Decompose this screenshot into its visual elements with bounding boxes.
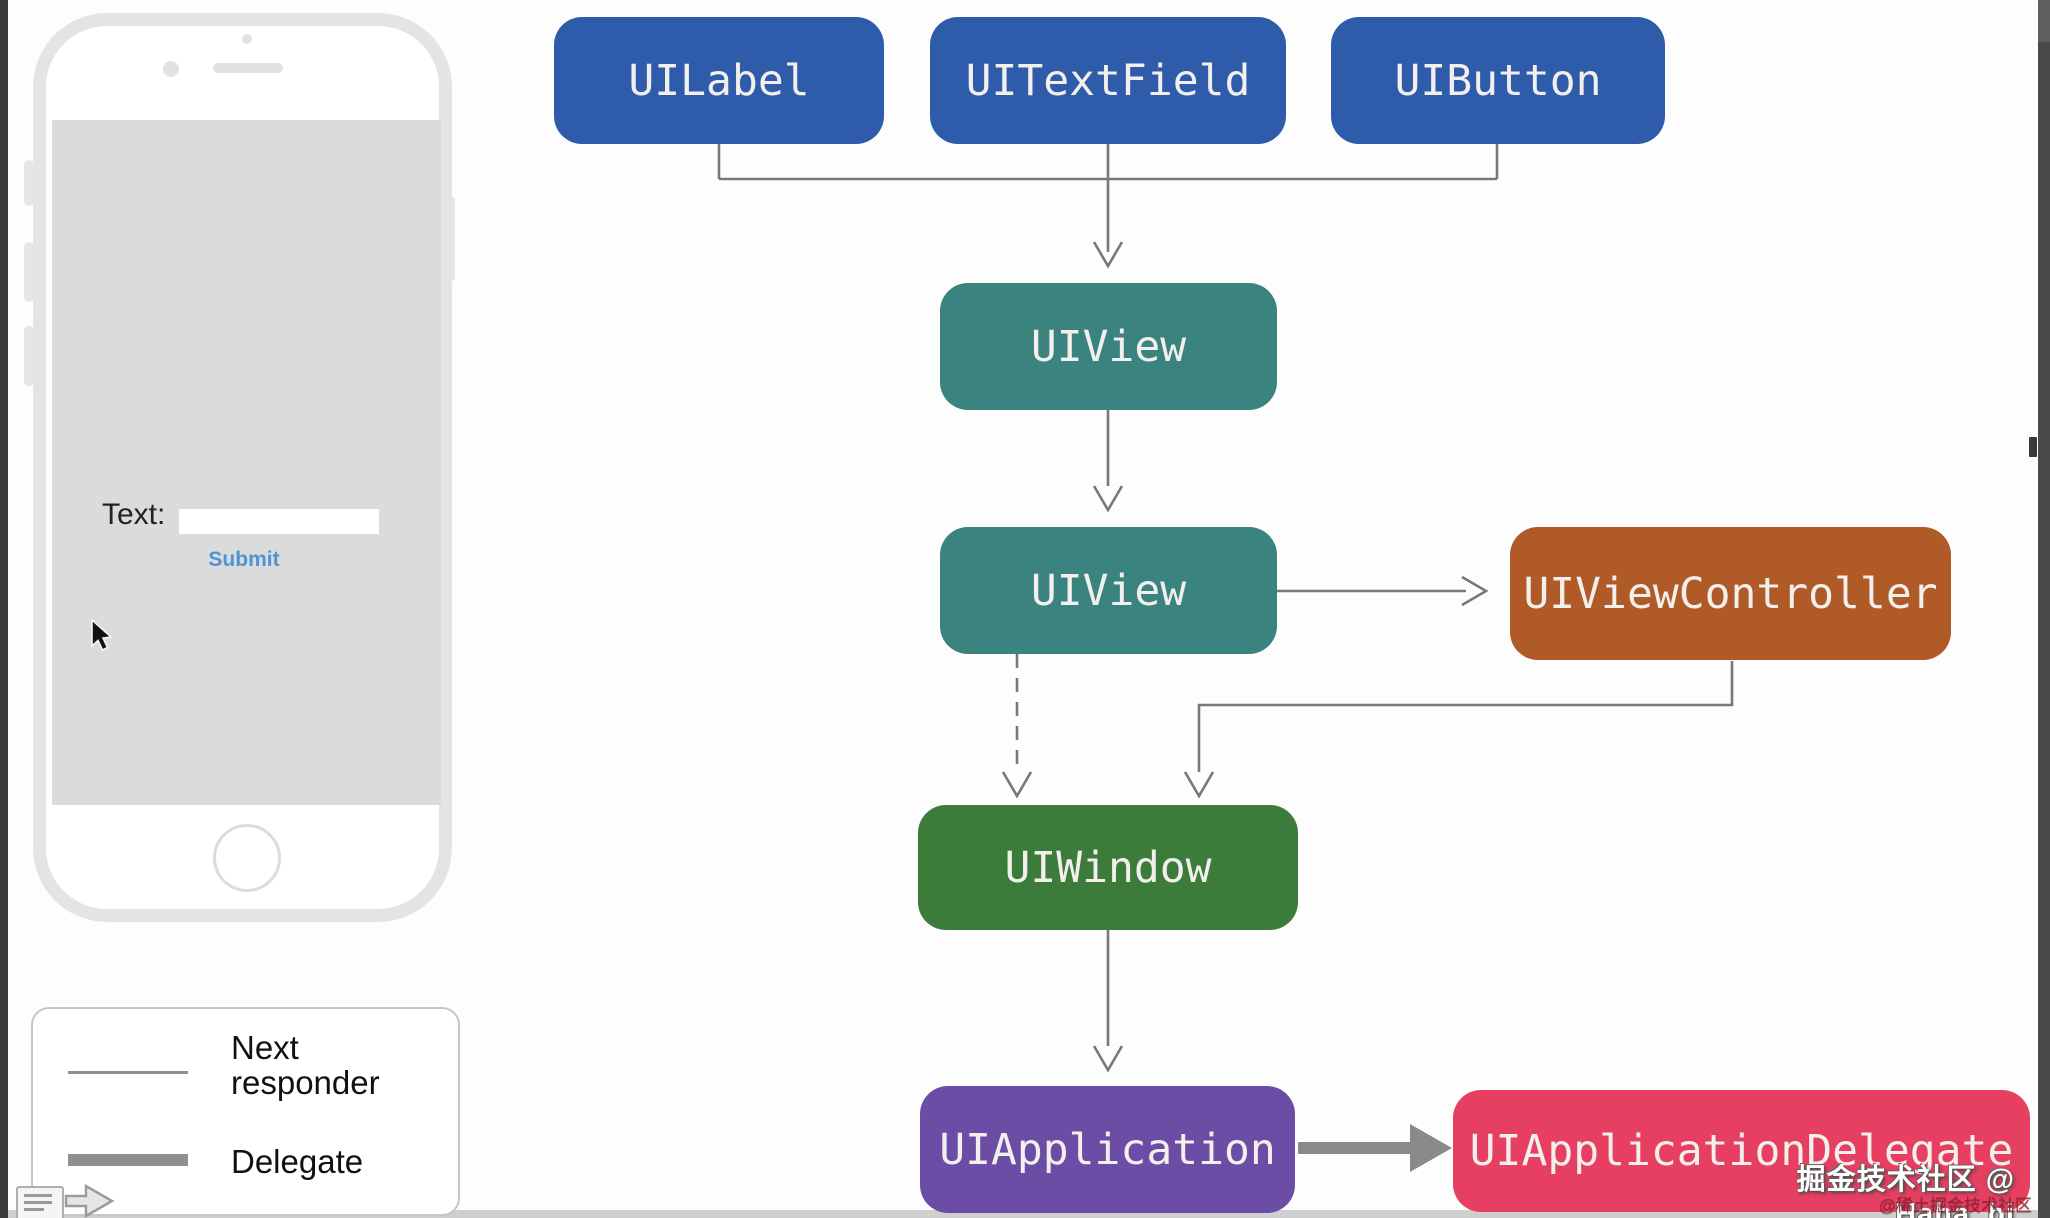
node-uiview-mid: UIView [940,527,1277,654]
phone-home-button [213,824,281,892]
mouse-cursor [91,618,113,652]
phone-volume-up-button [24,242,34,302]
phone-screen [52,120,441,805]
node-uiwindow: UIWindow [918,805,1298,930]
next-responder-line-sample [68,1071,188,1074]
text-input [179,509,379,534]
legend-label-delegate: Delegate [231,1143,364,1180]
watermark-primary: 掘金技术社区 @ Haha_bj [1796,1164,2015,1218]
watermark-secondary: @稀土掘金技术社区 [1878,1196,2032,1215]
submit-button: Submit [208,548,280,571]
text-field-label: Text: [102,498,166,531]
node-uitextfield: UITextField [930,17,1286,144]
next-arrow-icon[interactable] [64,1182,116,1218]
phone-camera-dot [163,61,179,77]
phone-speaker [213,63,283,73]
node-uiviewcontroller: UIViewController [1510,527,1951,660]
node-uiview-top: UIView [940,283,1277,410]
phone-mute-switch [24,160,34,206]
bottom-band [8,1210,2038,1218]
phone-volume-down-button [24,326,34,386]
legend-box: Next responder Delegate [31,1007,460,1216]
node-uiapplicationdelegate: UIApplicationDelegate [1453,1090,2030,1212]
phone-sensor-dot [242,34,252,44]
node-uilabel: UILabel [554,17,884,144]
notes-icon[interactable] [16,1186,64,1218]
legend-label-next-responder: Next responder [231,1029,380,1101]
screen-edge-right-top [2038,0,2050,42]
clipped-text-fragment [2029,437,2037,457]
node-uiapplication: UIApplication [920,1086,1295,1213]
screen-edge-left [0,0,8,1218]
delegate-line-sample [68,1154,188,1166]
screen-edge-right [2038,0,2050,1218]
node-uibutton: UIButton [1331,17,1665,144]
